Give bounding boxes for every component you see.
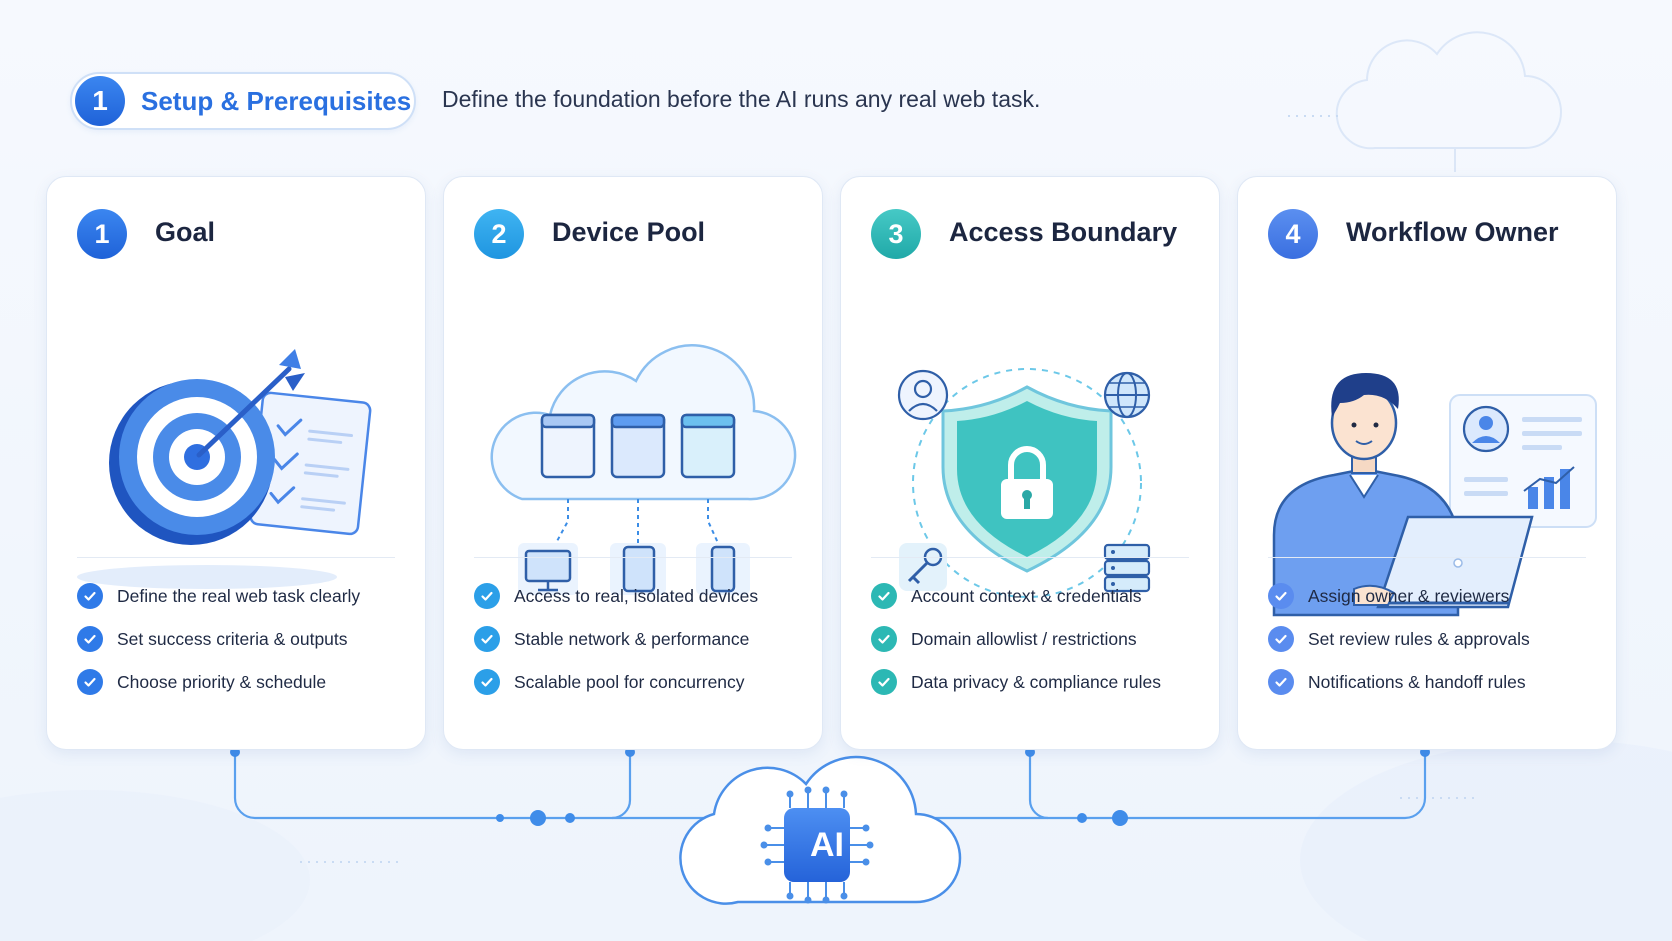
shield-lock-icon	[897, 368, 1151, 598]
card-divider	[871, 557, 1189, 558]
bullet-text: Scalable pool for concurrency	[514, 671, 745, 692]
card-workflow-owner: 4 Workflow Owner Assign owne	[1237, 176, 1617, 750]
list-item: Assign owner & reviewers	[1268, 583, 1530, 609]
decorative-cloud-icon	[1335, 31, 1562, 172]
card-divider	[77, 557, 395, 558]
list-item: Set review rules & approvals	[1268, 626, 1530, 652]
card-number: 3	[871, 209, 921, 259]
bullet-text: Notifications & handoff rules	[1308, 671, 1526, 692]
card-number: 2	[474, 209, 524, 259]
list-item: Access to real, isolated devices	[474, 583, 758, 609]
ai-chip-cloud-icon	[679, 755, 962, 905]
check-icon	[77, 669, 103, 695]
check-icon	[77, 583, 103, 609]
check-icon	[871, 669, 897, 695]
list-item: Data privacy & compliance rules	[871, 669, 1161, 695]
list-item: Scalable pool for concurrency	[474, 669, 758, 695]
card-access-boundary: 3 Access Boundary	[840, 176, 1220, 750]
section-header-pill: 1 Setup & Prerequisites	[70, 72, 416, 130]
check-icon	[474, 626, 500, 652]
card-number: 4	[1268, 209, 1318, 259]
list-item: Domain allowlist / restrictions	[871, 626, 1161, 652]
list-item: Account context & credentials	[871, 583, 1161, 609]
card-bullet-list: Account context & credentials Domain all…	[871, 583, 1161, 712]
bullet-text: Account context & credentials	[911, 585, 1142, 606]
card-divider	[474, 557, 792, 558]
card-bullet-list: Define the real web task clearly Set suc…	[77, 583, 360, 712]
section-title: Setup & Prerequisites	[141, 85, 412, 116]
cloud-devices-icon	[490, 344, 797, 595]
check-icon	[474, 669, 500, 695]
list-item: Stable network & performance	[474, 626, 758, 652]
person-laptop-icon	[1272, 373, 1597, 617]
check-icon	[871, 583, 897, 609]
card-title: Goal	[155, 217, 216, 247]
bullet-text: Assign owner & reviewers	[1308, 585, 1510, 606]
card-title: Device Pool	[552, 217, 706, 247]
card-title: Workflow Owner	[1346, 217, 1559, 247]
card-number: 1	[77, 209, 127, 259]
card-device-pool: 2 Device Pool Access to r	[443, 176, 823, 750]
section-step-number: 1	[75, 76, 125, 126]
check-icon	[1268, 626, 1294, 652]
card-divider	[1268, 557, 1586, 558]
card-bullet-list: Access to real, isolated devices Stable …	[474, 583, 758, 712]
bullet-text: Set success criteria & outputs	[117, 628, 348, 649]
bullet-text: Data privacy & compliance rules	[911, 671, 1161, 692]
card-bullet-list: Assign owner & reviewers Set review rule…	[1268, 583, 1530, 712]
card-goal: 1 Goal Define the	[46, 176, 426, 750]
connector-lines	[233, 750, 1427, 820]
check-icon	[77, 626, 103, 652]
bullet-text: Set review rules & approvals	[1308, 628, 1530, 649]
list-item: Set success criteria & outputs	[77, 626, 360, 652]
bullet-text: Domain allowlist / restrictions	[911, 628, 1137, 649]
ai-hub-label: AI	[810, 826, 844, 864]
target-checklist-icon	[77, 349, 372, 589]
bullet-text: Choose priority & schedule	[117, 671, 327, 692]
bullet-text: Stable network & performance	[514, 628, 750, 649]
check-icon	[871, 626, 897, 652]
card-title: Access Boundary	[949, 217, 1178, 247]
list-item: Define the real web task clearly	[77, 583, 360, 609]
section-description: Define the foundation before the AI runs…	[442, 86, 1041, 112]
check-icon	[1268, 669, 1294, 695]
bullet-text: Define the real web task clearly	[117, 585, 361, 606]
check-icon	[474, 583, 500, 609]
bullet-text: Access to real, isolated devices	[514, 585, 759, 606]
check-icon	[1268, 583, 1294, 609]
list-item: Notifications & handoff rules	[1268, 669, 1530, 695]
list-item: Choose priority & schedule	[77, 669, 360, 695]
